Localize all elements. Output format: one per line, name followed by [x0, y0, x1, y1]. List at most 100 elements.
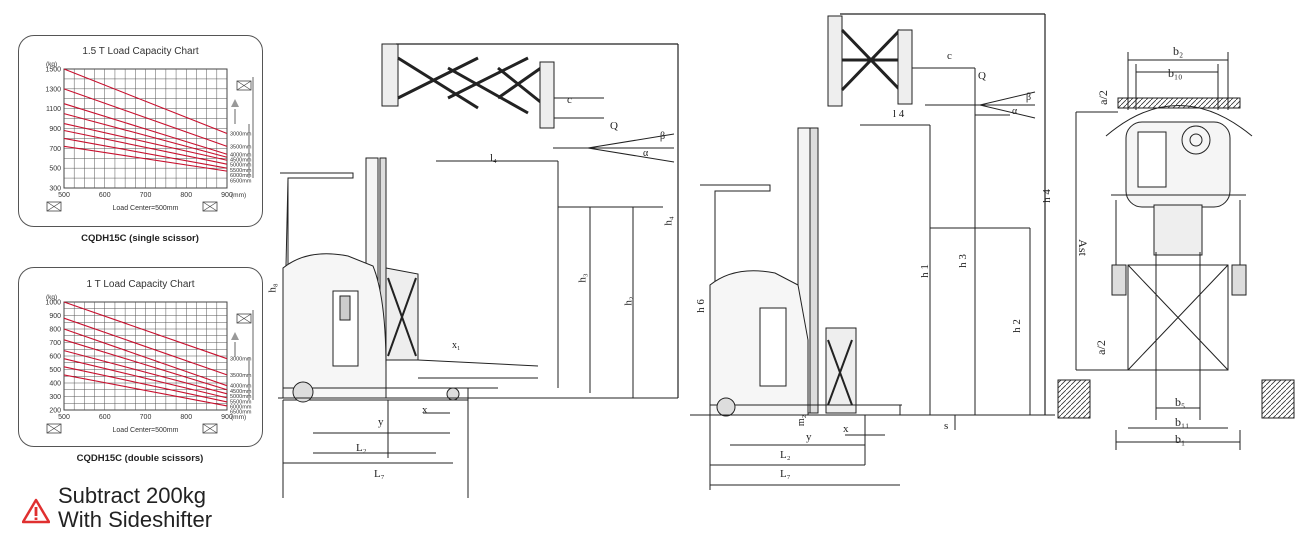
legend-label-3000mm: 3000mm	[230, 357, 252, 363]
x-tick-label: 700	[140, 414, 152, 421]
y-tick-label: 1000	[45, 300, 61, 307]
capacity-chart-card-2: 1 T Load Capacity Chart 1000 900 800 700 600…	[18, 267, 263, 447]
dim-m2-2: m₂	[796, 414, 808, 427]
series-line-4500mm	[63, 113, 228, 158]
series-line-4000mm	[63, 103, 228, 155]
series-line-4500mm	[63, 339, 228, 391]
arrow-up-icon	[231, 99, 239, 107]
caption-double-scissors: CQDH15C (double scissors)	[76, 453, 204, 464]
legend-label-3000mm: 3000mm	[230, 131, 252, 137]
dim-b1: b₁	[1175, 432, 1186, 446]
dim-h6-2: h 6	[694, 299, 707, 313]
side-view-double-scissors	[690, 13, 1055, 490]
dim-l4-2: l 4	[893, 108, 905, 120]
y-tick-label: 500	[49, 367, 61, 374]
y-tick-label: 600	[49, 354, 61, 361]
x-tick-label: 500	[58, 414, 70, 421]
series-line-6500mm	[63, 145, 228, 172]
x-tick-label: 900	[221, 192, 233, 199]
x-tick-label: 800	[180, 192, 192, 199]
y-unit-label: (kg)	[46, 294, 57, 301]
series-line-5000mm	[63, 350, 228, 395]
x-tick-label: 800	[180, 414, 192, 421]
x-tick-label: 700	[140, 192, 152, 199]
y-tick-label: 500	[49, 166, 61, 173]
y-tick-label: 900	[49, 313, 61, 320]
dim-b5: b₅	[1175, 395, 1186, 409]
caption-single-scissor: CQDH15C (single scissor)	[81, 233, 199, 244]
dim-c-1: c	[567, 94, 572, 106]
series-line-3500mm	[63, 317, 228, 376]
legend-label-6500mm: 6500mm	[230, 178, 252, 184]
x-unit-label: (mm)	[231, 414, 246, 421]
x-tick-label: 500	[58, 192, 70, 199]
dim-y-1: y	[378, 416, 384, 428]
y-tick-label: 200	[49, 408, 61, 415]
chart-title-1: 1.5 T Load Capacity Chart	[82, 46, 199, 57]
series-line-4000mm	[63, 328, 228, 387]
dim-b10: b₁₀	[1168, 66, 1183, 80]
chart-title-2: 1 T Load Capacity Chart	[86, 279, 195, 290]
y-tick-label: 1500	[45, 67, 61, 74]
x-tick-label: 600	[99, 192, 111, 199]
dim-c-2: c	[947, 50, 952, 62]
series-line-5000mm	[63, 123, 228, 161]
series-line-6500mm	[63, 374, 228, 407]
dim-b2: b₂	[1173, 44, 1184, 58]
dim-beta-1: β	[660, 131, 666, 142]
dim-h3-2: h 3	[956, 254, 969, 268]
mast-symbol	[234, 310, 254, 400]
envelope-icon	[236, 80, 252, 91]
y-tick-label: 1100	[46, 106, 61, 113]
dim-l2-1: L₂	[356, 442, 367, 454]
warning-line-2: With Sideshifter	[58, 507, 213, 532]
dim-q-1: Q	[610, 120, 618, 132]
x-axis-title: Load Center=500mm	[113, 427, 179, 434]
dim-a2-top: a/2	[1095, 90, 1110, 105]
series-line-3000mm	[63, 301, 228, 360]
envelope-icon	[236, 313, 252, 324]
warning-triangle-icon	[22, 498, 50, 524]
legend-label-4000mm: 4000mm	[230, 384, 252, 390]
legend-label-5000mm: 5000mm	[230, 163, 252, 169]
x-tick-label: 600	[99, 414, 111, 421]
dim-h2-2: h 2	[1010, 319, 1023, 333]
raised-scissor-mechanism	[381, 43, 604, 129]
y-tick-label: 300	[49, 394, 61, 401]
y-unit-label: (kg)	[46, 61, 57, 68]
y-tick-label: 1300	[45, 86, 61, 93]
arrow-up-icon	[231, 332, 239, 340]
dim-alpha-1: α	[643, 148, 649, 159]
warning-line-1: Subtract 200kg	[58, 483, 206, 508]
y-tick-label: 300	[49, 186, 61, 193]
dim-h4-2: h 4	[1040, 189, 1053, 203]
top-view	[1057, 52, 1295, 450]
x-tick-label: 900	[221, 414, 233, 421]
y-tick-label: 400	[49, 381, 61, 388]
envelope-icon	[46, 423, 62, 434]
envelope-icon	[46, 201, 62, 212]
series-line-3500mm	[63, 88, 228, 147]
dim-beta-2: β	[1026, 92, 1032, 103]
series-line-3000mm	[63, 68, 228, 134]
dim-a2-bot: a/2	[1093, 340, 1108, 355]
dim-x-1: x	[422, 404, 428, 416]
dim-h2-1: h₂	[622, 296, 635, 306]
y-tick-label: 700	[49, 146, 61, 153]
mast-symbol	[234, 77, 254, 178]
dim-l2-2: L₂	[780, 449, 791, 461]
side-view-single-scissor	[278, 43, 679, 498]
dim-x-2: x	[843, 423, 849, 435]
legend-label-5000mm: 5000mm	[230, 394, 252, 400]
envelope-icon	[202, 423, 218, 434]
legend-label-4000mm: 4000mm	[230, 152, 252, 158]
dim-l7-2: L₇	[780, 468, 791, 480]
legend-label-4500mm: 4500mm	[230, 389, 252, 395]
capacity-chart-card-1: 1.5 T Load Capacity Chart 1500 1300 1100 90…	[18, 35, 263, 227]
dim-h1-2: h 1	[918, 264, 931, 278]
legend-label-3500mm: 3500mm	[230, 373, 252, 379]
legend-label-5500mm: 5500mm	[230, 399, 252, 405]
dim-l7-1: L₇	[374, 468, 385, 480]
